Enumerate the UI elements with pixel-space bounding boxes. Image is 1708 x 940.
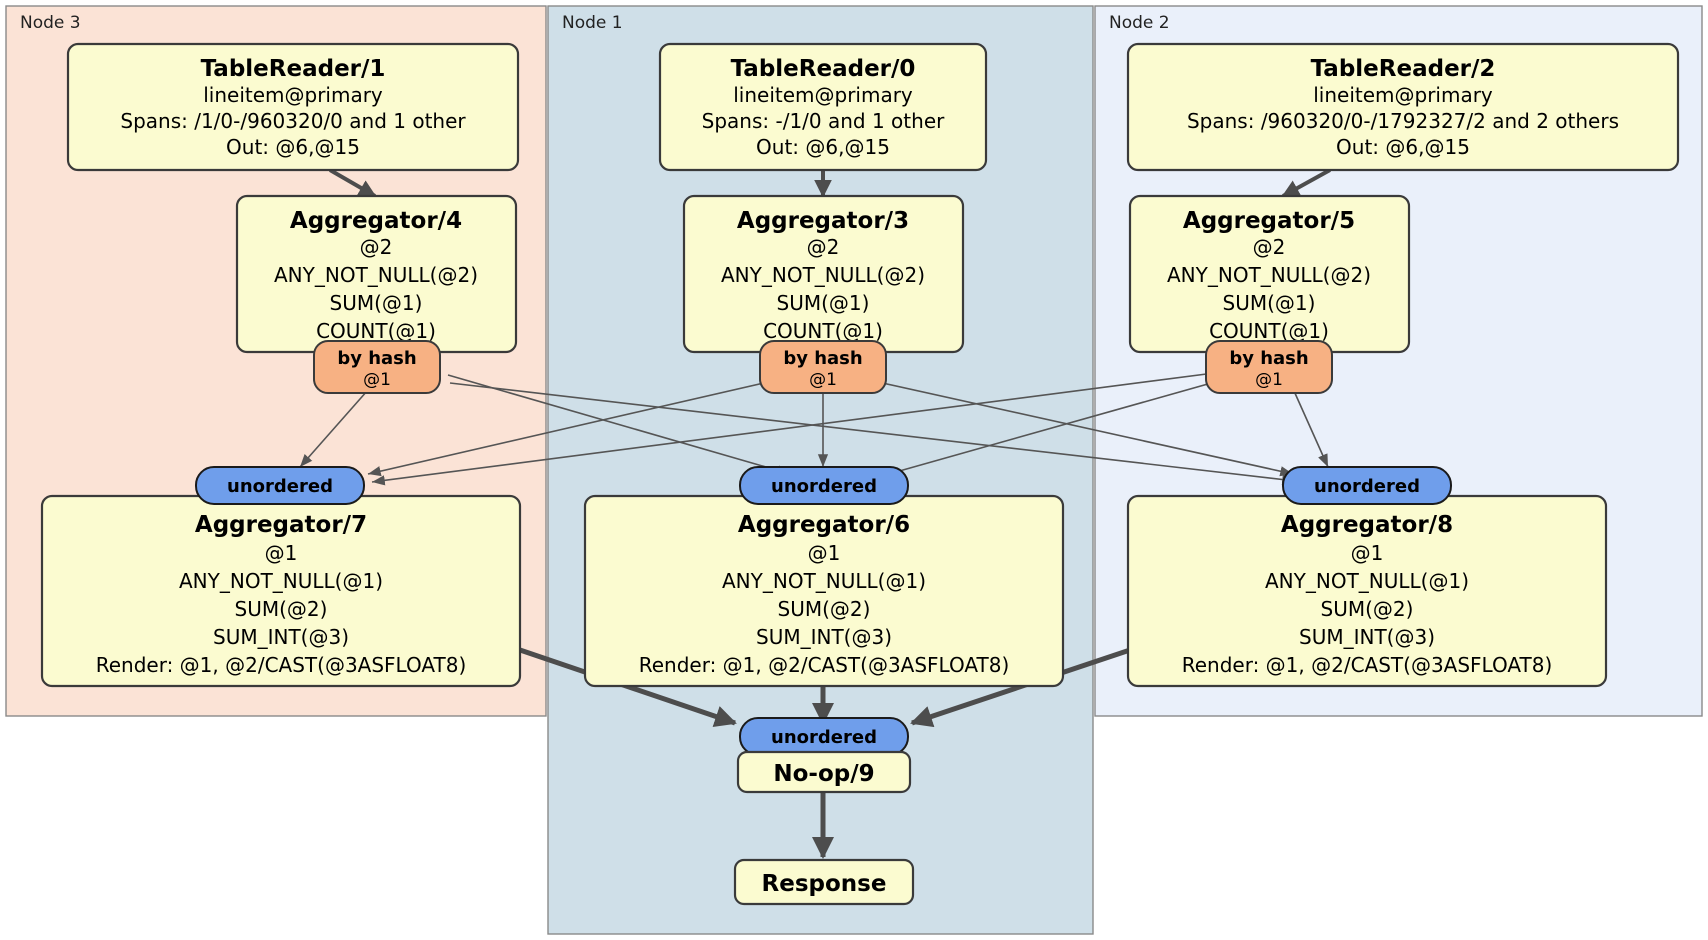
processor-detail-line: ANY_NOT_NULL(@2): [1167, 263, 1371, 287]
processor-aggregator-6[interactable]: Aggregator/6 @1 ANY_NOT_NULL(@1) SUM(@2)…: [583, 494, 1065, 688]
processor-detail-line: Spans: /960320/0-/1792327/2 and 2 others: [1187, 109, 1619, 133]
router-by-hash-right[interactable]: by hash @1: [1205, 340, 1333, 394]
processor-noop-9[interactable]: No-op/9: [736, 750, 912, 794]
processor-detail-line: Out: @6,@15: [756, 135, 890, 159]
processor-detail-line: SUM(@1): [777, 291, 870, 315]
processor-title: Response: [762, 871, 887, 897]
synchronizer-unordered-center[interactable]: unordered: [739, 466, 909, 505]
edge-tablereader1-to-aggregator4: [328, 168, 377, 198]
router-sublabel: @1: [809, 370, 837, 390]
edge-byhash-center-to-unordered-right: [877, 381, 1294, 477]
processor-detail-line: ANY_NOT_NULL(@1): [179, 569, 383, 593]
processor-title: Aggregator/6: [738, 512, 910, 538]
router-by-hash-left[interactable]: by hash @1: [313, 340, 441, 394]
synchronizer-unordered-right[interactable]: unordered: [1282, 466, 1452, 505]
synchronizer-unordered-left[interactable]: unordered: [195, 466, 365, 505]
processor-detail-line: SUM_INT(@3): [756, 625, 892, 649]
processor-tablereader-1[interactable]: TableReader/1 lineitem@primary Spans: /1…: [66, 42, 520, 172]
processor-detail-line: COUNT(@1): [1209, 319, 1329, 343]
processor-detail-line: @2: [1253, 235, 1286, 259]
processor-response[interactable]: Response: [733, 858, 915, 906]
processor-detail-line: SUM(@1): [330, 291, 423, 315]
processor-detail-line: COUNT(@1): [763, 319, 883, 343]
processor-detail-line: COUNT(@1): [316, 319, 436, 343]
edge-byhash-center-to-unordered-left: [367, 381, 769, 477]
processor-aggregator-8[interactable]: Aggregator/8 @1 ANY_NOT_NULL(@1) SUM(@2)…: [1126, 494, 1608, 688]
processor-detail-line: Render: @1, @2/CAST(@3ASFLOAT8): [1182, 653, 1553, 677]
processor-title: TableReader/2: [1311, 56, 1496, 82]
edge-byhash-right-to-unordered-right: [1289, 381, 1329, 468]
router-label: by hash: [783, 348, 862, 369]
router-label: by hash: [1229, 348, 1308, 369]
processor-aggregator-4[interactable]: Aggregator/4 @2 ANY_NOT_NULL(@2) SUM(@1)…: [235, 194, 518, 354]
processor-detail-line: @1: [1351, 541, 1384, 565]
processor-detail-line: ANY_NOT_NULL(@2): [721, 263, 925, 287]
processor-detail-line: Out: @6,@15: [226, 135, 360, 159]
processor-title: No-op/9: [773, 761, 874, 787]
synchronizer-unordered-final[interactable]: unordered: [739, 717, 909, 756]
edge-byhash-right-to-unordered-center: [877, 379, 1223, 479]
panel-label-node-1: Node 1: [562, 13, 623, 33]
processor-tablereader-0[interactable]: TableReader/0 lineitem@primary Spans: -/…: [658, 42, 988, 172]
processor-detail-line: SUM(@2): [1321, 597, 1414, 621]
processor-aggregator-3[interactable]: Aggregator/3 @2 ANY_NOT_NULL(@2) SUM(@1)…: [682, 194, 965, 354]
edge-tablereader2-to-aggregator2: [1281, 168, 1331, 198]
edge-byhash-right-to-unordered-left: [371, 371, 1223, 486]
synchronizer-label: unordered: [771, 476, 877, 497]
panel-label-node-2: Node 2: [1109, 13, 1170, 33]
processor-title: TableReader/0: [731, 56, 916, 82]
processor-title: Aggregator/7: [195, 512, 367, 538]
edge-byhash-left-to-unordered-center: [447, 374, 791, 476]
processor-detail-line: lineitem@primary: [733, 83, 913, 107]
router-label: by hash: [337, 348, 416, 369]
edge-byhash-left-to-unordered-right: [449, 382, 1296, 485]
processor-aggregator-7[interactable]: Aggregator/7 @1 ANY_NOT_NULL(@1) SUM(@2)…: [40, 494, 522, 688]
processor-title: Aggregator/8: [1281, 512, 1453, 538]
router-by-hash-center[interactable]: by hash @1: [759, 340, 887, 394]
processor-detail-line: Render: @1, @2/CAST(@3ASFLOAT8): [639, 653, 1010, 677]
processor-detail-line: lineitem@primary: [1313, 83, 1493, 107]
processor-detail-line: @2: [360, 235, 393, 259]
processor-detail-line: SUM(@2): [235, 597, 328, 621]
processor-detail-line: ANY_NOT_NULL(@1): [722, 569, 926, 593]
processor-detail-line: SUM(@1): [1223, 291, 1316, 315]
processor-detail-line: @1: [265, 541, 298, 565]
processor-detail-line: @2: [807, 235, 840, 259]
edge-byhash-left-to-unordered-left: [299, 381, 376, 468]
synchronizer-label: unordered: [1314, 476, 1420, 497]
processor-detail-line: Spans: /1/0-/960320/0 and 1 other: [120, 109, 466, 133]
processor-detail-line: Spans: -/1/0 and 1 other: [702, 109, 945, 133]
processor-detail-line: lineitem@primary: [203, 83, 383, 107]
synchronizer-label: unordered: [771, 727, 877, 748]
router-sublabel: @1: [363, 370, 391, 390]
processor-title: Aggregator/5: [1183, 208, 1355, 234]
processor-detail-line: SUM(@2): [778, 597, 871, 621]
processor-detail-line: SUM_INT(@3): [1299, 625, 1435, 649]
processor-title: Aggregator/3: [737, 208, 909, 234]
processor-detail-line: Render: @1, @2/CAST(@3ASFLOAT8): [96, 653, 467, 677]
processor-aggregator-5[interactable]: Aggregator/5 @2 ANY_NOT_NULL(@2) SUM(@1)…: [1128, 194, 1411, 354]
processor-tablereader-2[interactable]: TableReader/2 lineitem@primary Spans: /9…: [1126, 42, 1680, 172]
processor-detail-line: ANY_NOT_NULL(@2): [274, 263, 478, 287]
processor-detail-line: ANY_NOT_NULL(@1): [1265, 569, 1469, 593]
processor-title: Aggregator/4: [290, 208, 462, 234]
synchronizer-label: unordered: [227, 476, 333, 497]
router-sublabel: @1: [1255, 370, 1283, 390]
processor-title: TableReader/1: [201, 56, 386, 82]
processor-detail-line: @1: [808, 541, 841, 565]
processor-detail-line: Out: @6,@15: [1336, 135, 1470, 159]
panel-label-node-3: Node 3: [20, 13, 81, 33]
processor-detail-line: SUM_INT(@3): [213, 625, 349, 649]
